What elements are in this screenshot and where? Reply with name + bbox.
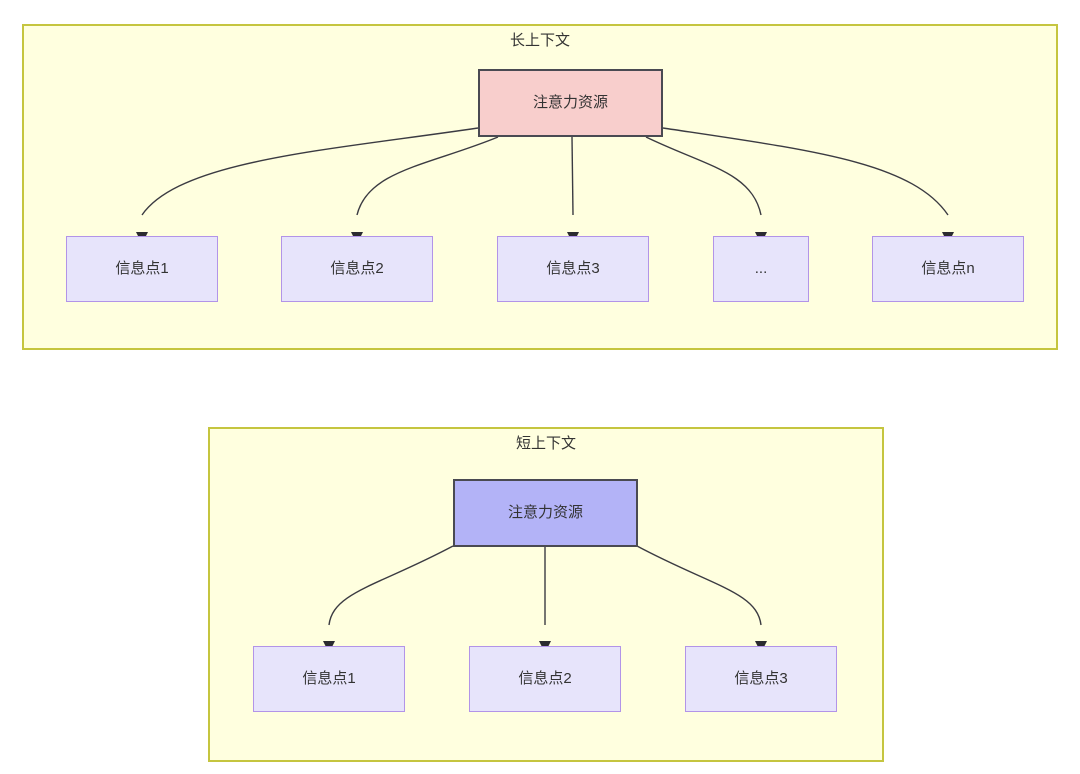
node-label: 信息点2 bbox=[330, 260, 384, 277]
node-info-point-long-n[interactable]: 信息点n bbox=[872, 236, 1024, 302]
node-label: 信息点n bbox=[921, 260, 975, 277]
group-long-context-title: 长上下文 bbox=[509, 32, 570, 49]
node-info-point-short-3[interactable]: 信息点3 bbox=[685, 646, 837, 712]
node-label: 信息点3 bbox=[546, 260, 600, 277]
node-label: 信息点2 bbox=[518, 670, 572, 687]
node-info-point-long-ellipsis[interactable]: ... bbox=[713, 236, 809, 302]
node-info-point-long-3[interactable]: 信息点3 bbox=[497, 236, 649, 302]
node-attention-resource-short[interactable]: 注意力资源 bbox=[453, 479, 638, 547]
node-label: ... bbox=[754, 260, 768, 277]
node-label: 信息点3 bbox=[734, 670, 788, 687]
node-label: 注意力资源 bbox=[507, 504, 583, 521]
node-label: 信息点1 bbox=[115, 260, 169, 277]
node-info-point-short-1[interactable]: 信息点1 bbox=[253, 646, 405, 712]
node-label: 注意力资源 bbox=[532, 94, 608, 111]
group-short-context-title: 短上下文 bbox=[515, 435, 576, 452]
node-attention-resource-long[interactable]: 注意力资源 bbox=[478, 69, 663, 137]
node-info-point-long-2[interactable]: 信息点2 bbox=[281, 236, 433, 302]
node-info-point-long-1[interactable]: 信息点1 bbox=[66, 236, 218, 302]
node-info-point-short-2[interactable]: 信息点2 bbox=[469, 646, 621, 712]
node-label: 信息点1 bbox=[302, 670, 356, 687]
